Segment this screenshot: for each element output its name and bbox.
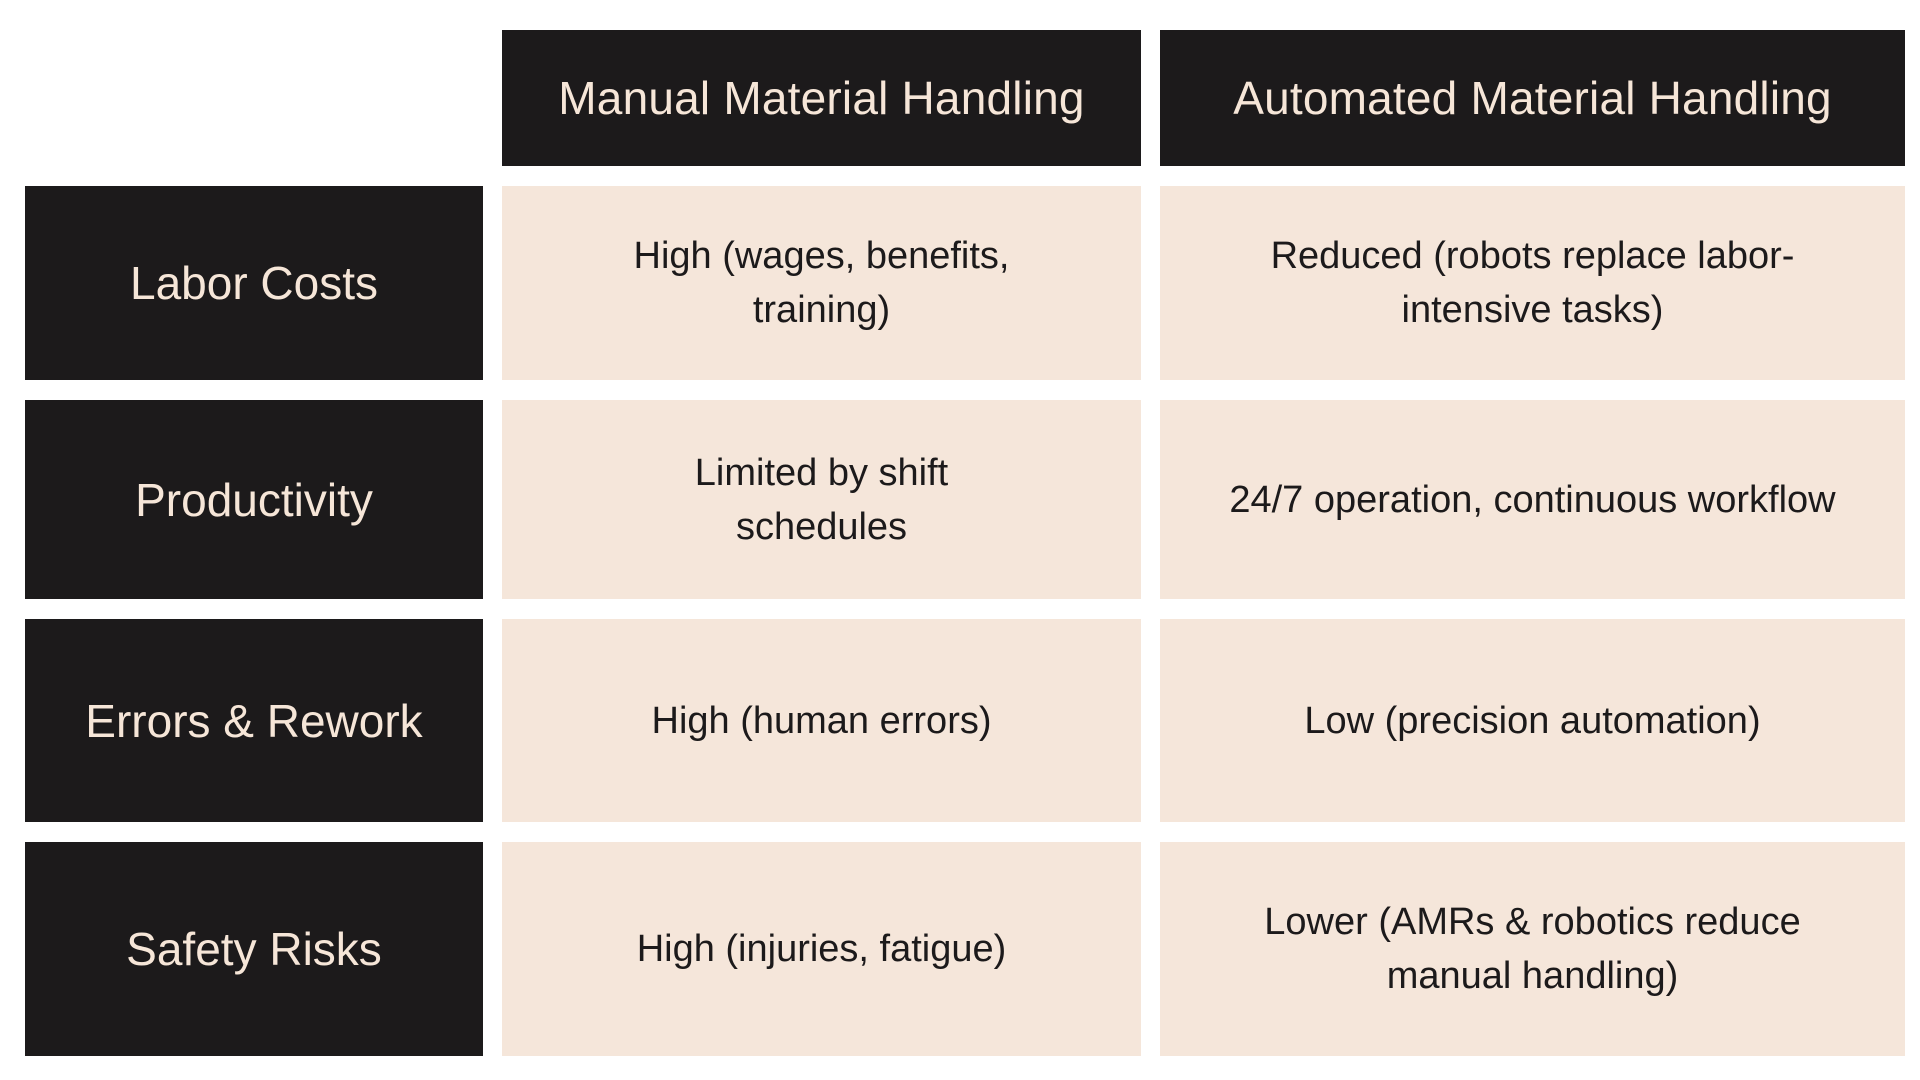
cell-productivity-manual: Limited by shift schedules <box>502 400 1141 599</box>
cell-errors-rework-manual: High (human errors) <box>502 619 1141 822</box>
row-header-safety-risks: Safety Risks <box>25 842 483 1056</box>
row-header-productivity: Productivity <box>25 400 483 599</box>
column-header-automated: Automated Material Handling <box>1160 30 1905 166</box>
comparison-table: Manual Material Handling Automated Mater… <box>25 30 1905 1056</box>
cell-productivity-automated: 24/7 operation, continuous workflow <box>1160 400 1905 599</box>
cell-labor-costs-manual: High (wages, benefits, training) <box>502 186 1141 380</box>
cell-errors-rework-automated: Low (precision automation) <box>1160 619 1905 822</box>
column-header-manual: Manual Material Handling <box>502 30 1141 166</box>
cell-safety-risks-automated: Lower (AMRs & robotics reduce manual han… <box>1160 842 1905 1056</box>
row-header-errors-rework: Errors & Rework <box>25 619 483 822</box>
cell-safety-risks-manual: High (injuries, fatigue) <box>502 842 1141 1056</box>
corner-empty-cell <box>25 30 483 166</box>
row-header-labor-costs: Labor Costs <box>25 186 483 380</box>
cell-labor-costs-automated: Reduced (robots replace labor-intensive … <box>1160 186 1905 380</box>
